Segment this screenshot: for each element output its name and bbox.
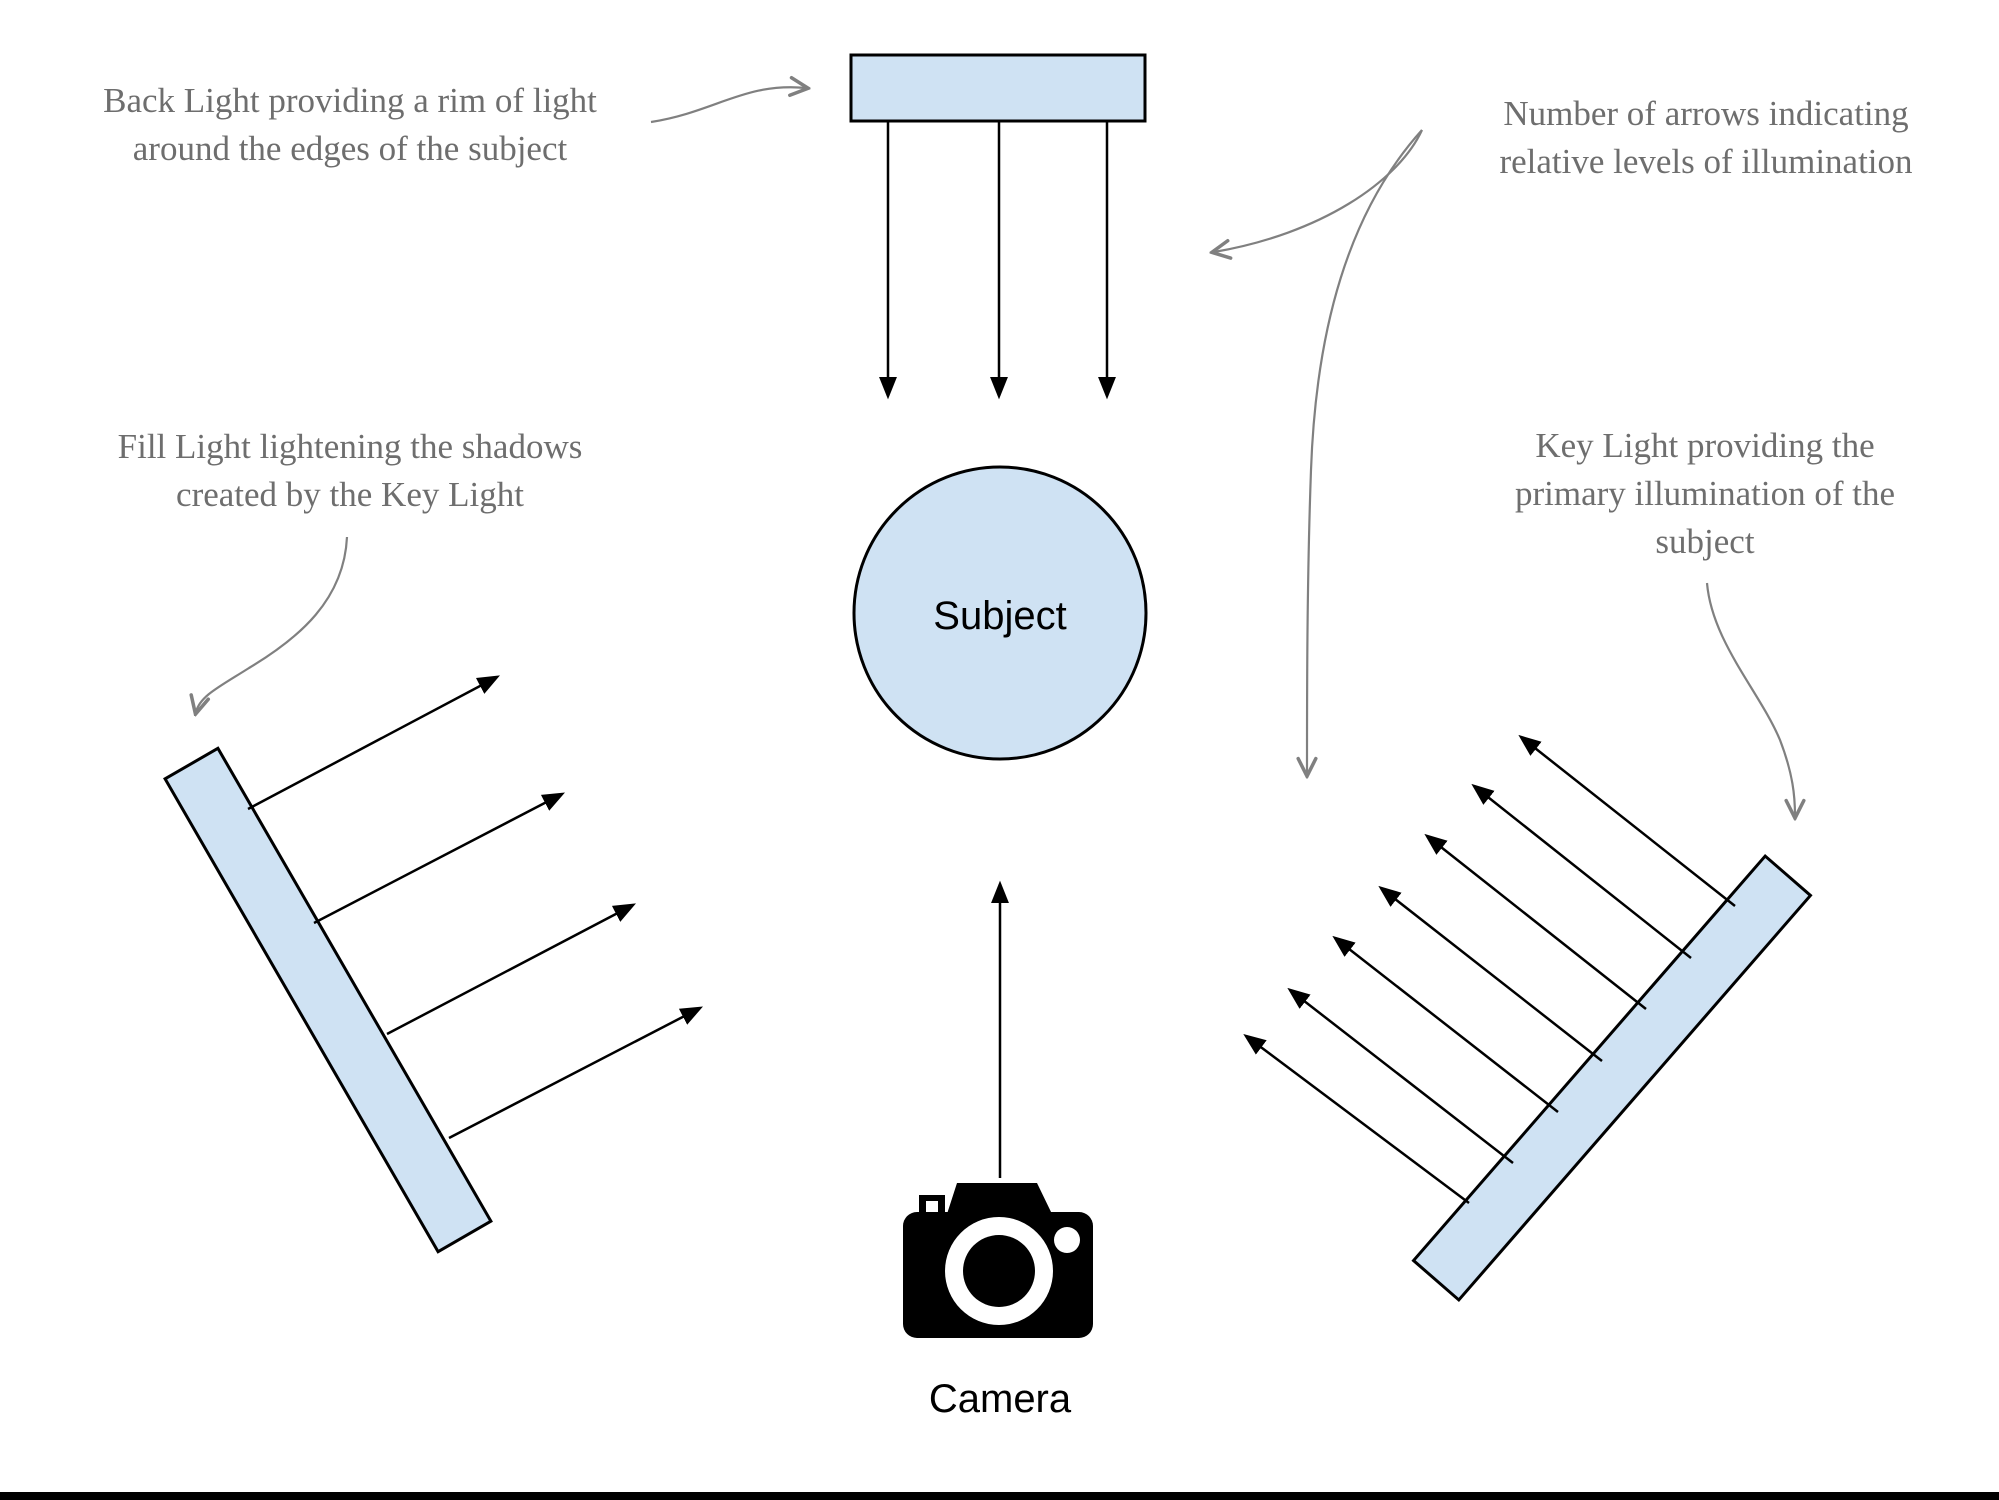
back-light-label-line1: Back Light providing a rim of light	[103, 81, 597, 120]
key-light-panel	[1411, 853, 1813, 1303]
bottom-edge-bar	[0, 1492, 1999, 1500]
fill-light-label-line1: Fill Light lightening the shadows	[118, 427, 583, 466]
fill-light-label-line2: created by the Key Light	[176, 475, 524, 514]
fill-light-panel	[163, 746, 493, 1254]
key-light	[1243, 734, 1813, 1303]
light-ray	[386, 903, 636, 1036]
light-ray	[1378, 885, 1603, 1062]
light-ray	[313, 792, 565, 925]
light-ray	[448, 1006, 703, 1140]
camera-prism	[947, 1183, 1052, 1214]
light-ray	[1424, 833, 1647, 1010]
arrow-count-callout-arrow-left	[1214, 129, 1423, 252]
light-ray	[1287, 987, 1514, 1164]
arrow-count-note-line1: Number of arrows indicating	[1503, 94, 1908, 133]
subject-node: Subject	[852, 465, 1148, 761]
key-light-rays	[1243, 734, 1736, 1205]
light-ray	[1518, 734, 1736, 907]
camera-label: Camera	[929, 1377, 1072, 1421]
diagram-labels: Back Light providing a rim of light arou…	[103, 81, 1912, 561]
back-light-panel	[849, 53, 1147, 123]
subject-label: Subject	[933, 594, 1066, 638]
light-ray	[1243, 1033, 1470, 1205]
camera-lens	[963, 1235, 1035, 1307]
back-light	[849, 53, 1147, 400]
key-light-callout-arrow	[1705, 582, 1795, 816]
back-light-rays	[879, 121, 1116, 400]
light-ray	[1471, 783, 1692, 959]
arrow-count-callout-arrow-down	[1307, 129, 1423, 774]
fill-light-callout-arrow	[196, 536, 349, 712]
light-ray	[247, 675, 500, 811]
callout-arrows	[196, 87, 1795, 816]
key-light-label-line2: primary illumination of the	[1515, 474, 1895, 513]
camera-viewfinder-notch	[926, 1201, 938, 1213]
back-light-callout-arrow	[650, 87, 806, 124]
arrow-count-note-line2: relative levels of illumination	[1499, 142, 1912, 181]
camera-node: Camera	[903, 880, 1093, 1421]
back-light-label-line2: around the edges of the subject	[133, 129, 568, 168]
key-light-label-line1: Key Light providing the	[1535, 426, 1874, 465]
light-ray	[1332, 935, 1559, 1113]
fill-light	[163, 675, 703, 1254]
camera-icon	[903, 1183, 1093, 1338]
camera-flash-dot	[1054, 1227, 1080, 1253]
fill-light-rays	[247, 675, 703, 1140]
key-light-label-line3: subject	[1655, 522, 1754, 561]
subject-circle	[852, 465, 1148, 761]
